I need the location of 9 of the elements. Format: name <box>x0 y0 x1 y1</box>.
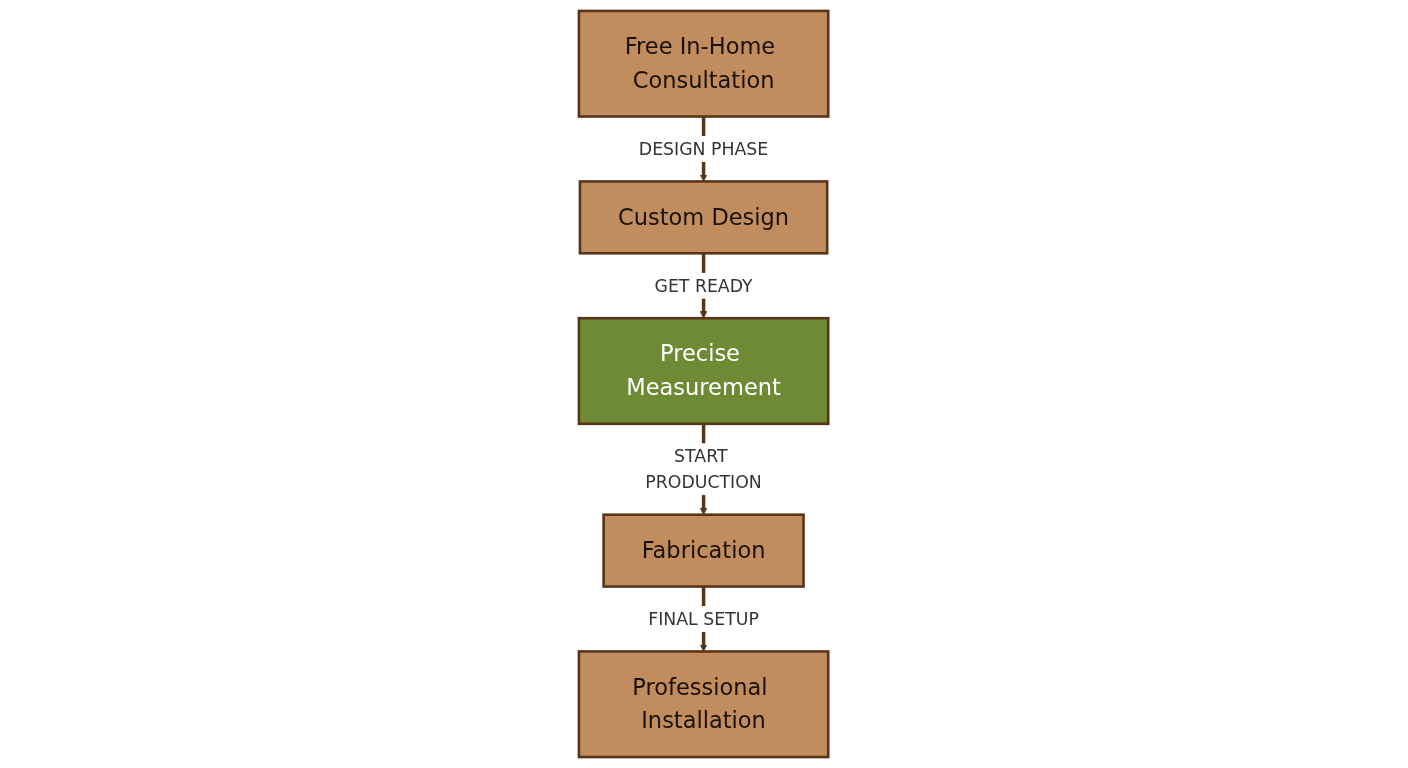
node-box: Custom Design <box>579 180 829 255</box>
edge-label: GET READY <box>654 275 754 297</box>
edge-label: START PRODUCTION <box>645 445 763 493</box>
node-box: Free In-Home Consultation <box>578 9 830 118</box>
node-box: Precise Measurement <box>578 316 830 426</box>
edge-label: DESIGN PHASE <box>639 138 769 160</box>
node-box: Fabrication <box>602 513 806 588</box>
node-box: Professional Installation <box>578 650 830 759</box>
edge-label: FINAL SETUP <box>648 608 760 630</box>
